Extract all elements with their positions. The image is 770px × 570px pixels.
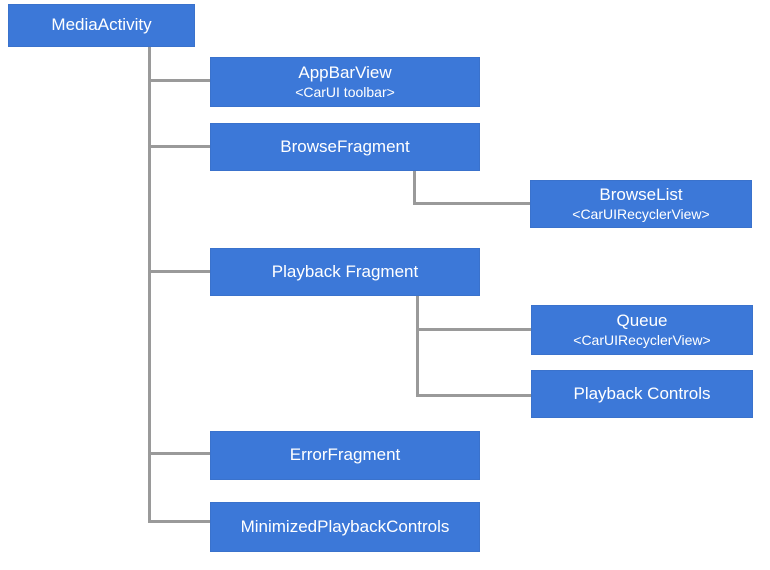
connector-branch-appbarview [148,79,210,82]
connector-branch-playbackfragment [148,270,210,273]
node-label: Queue [616,310,668,330]
connector-branch-queue [416,328,531,331]
node-sublabel: <CarUIRecyclerView> [573,332,711,349]
connector-branch-errorfragment [148,452,210,455]
connector-trunk-vertical [148,47,151,523]
connector-branch-browselist [413,202,530,205]
node-app-bar-view: AppBarView <CarUI toolbar> [210,57,480,107]
node-label: Playback Fragment [271,261,419,281]
connector-browsefragment-drop [413,171,416,205]
node-sublabel: <CarUI toolbar> [295,84,395,101]
node-label: Playback Controls [573,383,711,403]
node-label: BrowseList [599,184,683,204]
node-label: MediaActivity [51,15,152,35]
node-sublabel: <CarUIRecyclerView> [572,206,710,223]
node-minimized-playback-controls: MinimizedPlaybackControls [210,502,480,552]
node-queue: Queue <CarUIRecyclerView> [531,305,753,355]
connector-playbackfragment-drop [416,296,419,397]
node-label: BrowseFragment [280,136,410,156]
node-media-activity: MediaActivity [8,4,195,47]
connector-branch-playbackcontrols [416,394,531,397]
node-browse-fragment: BrowseFragment [210,123,480,171]
node-browse-list: BrowseList <CarUIRecyclerView> [530,180,752,228]
node-label: AppBarView [298,62,392,82]
node-label: ErrorFragment [289,445,401,465]
connector-branch-browsefragment [148,145,210,148]
node-error-fragment: ErrorFragment [210,431,480,480]
node-label: MinimizedPlaybackControls [240,516,450,536]
connector-branch-minimizedplaybackcontrols [148,520,210,523]
node-playback-controls: Playback Controls [531,370,753,418]
node-playback-fragment: Playback Fragment [210,248,480,296]
